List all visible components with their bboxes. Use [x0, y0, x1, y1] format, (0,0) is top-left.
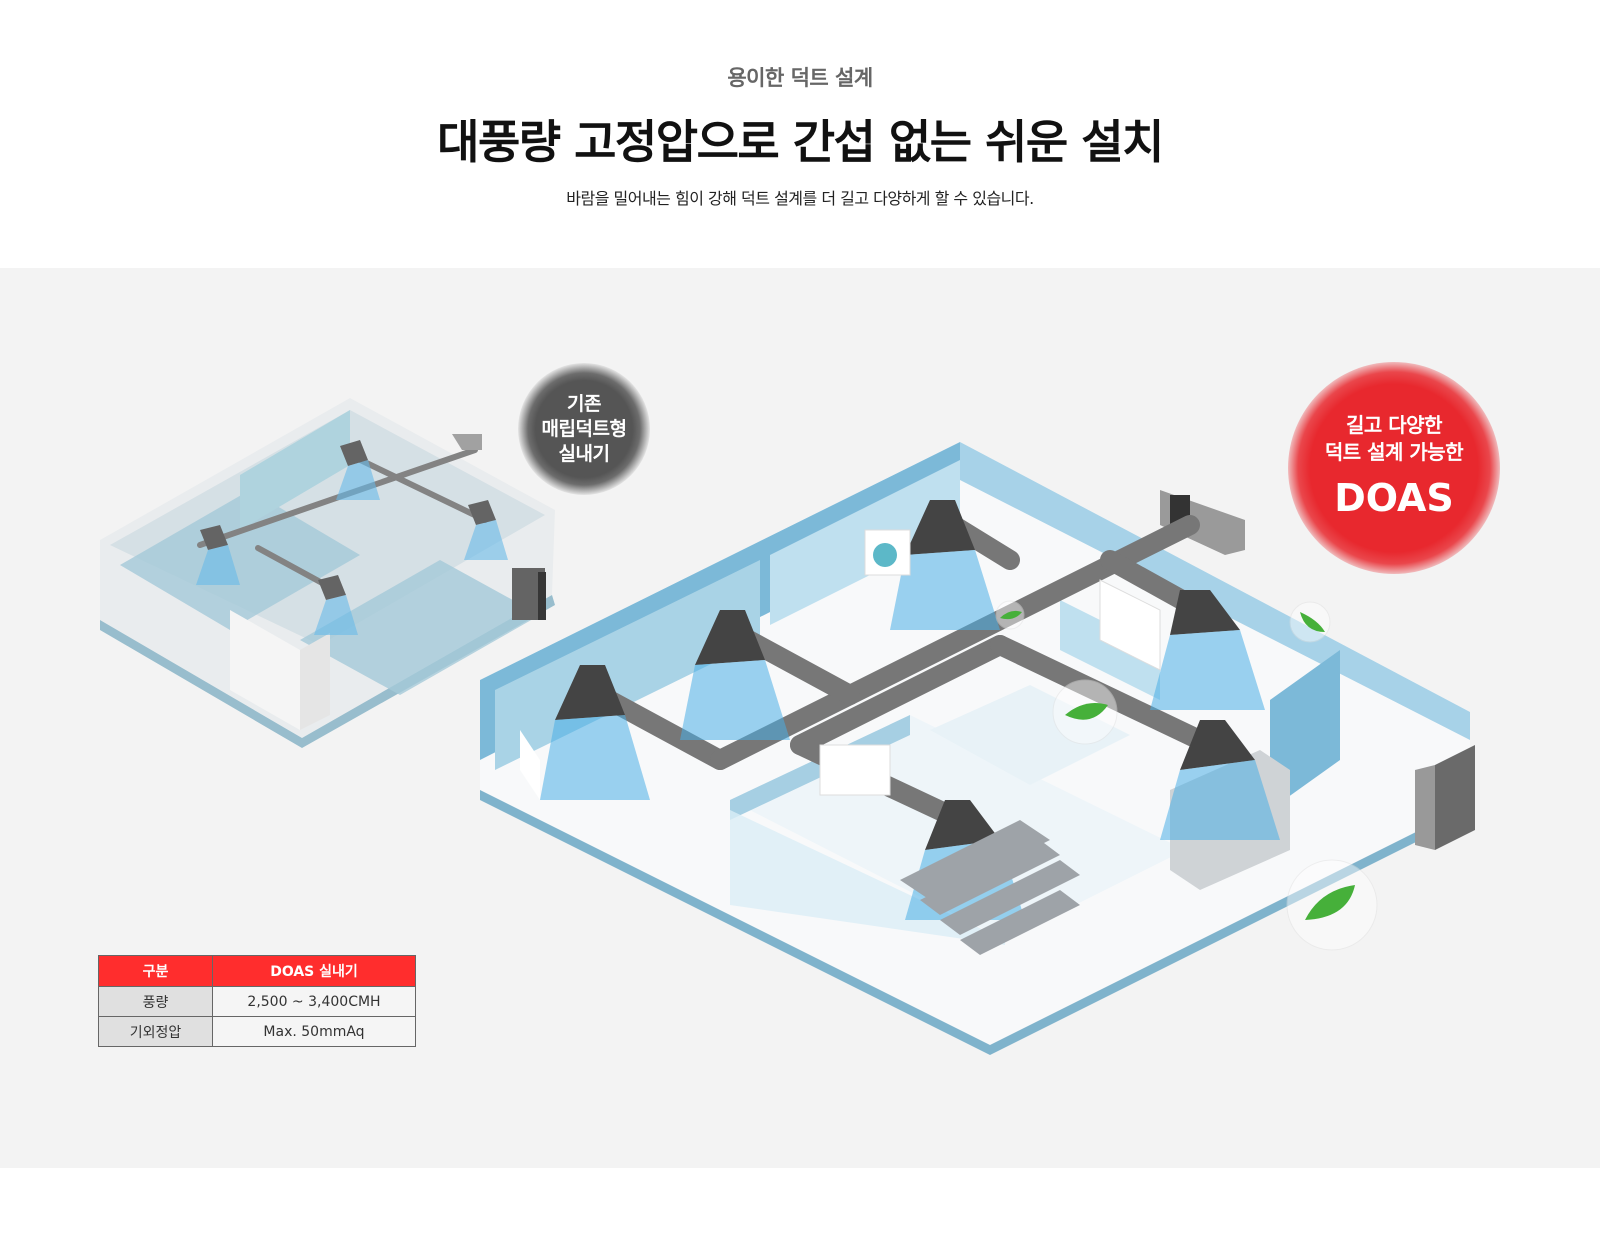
header-doas-unit: DOAS 실내기: [212, 955, 416, 987]
row-label: 풍량: [98, 986, 213, 1017]
section-headline: 대풍량 고정압으로 간섭 없는 쉬운 설치: [437, 115, 1164, 169]
badge-title: DOAS: [1334, 476, 1454, 520]
section-header: 용이한 덕트 설계 대풍량 고정압으로 간섭 없는 쉬운 설치 바람을 밀어내는…: [0, 0, 1600, 268]
badge-line: 길고 다양한: [1346, 413, 1442, 437]
section-eyebrow: 용이한 덕트 설계: [727, 66, 873, 90]
illustration-stage: 기존 매립덕트형 실내기 길고 다양한 덕트 설계 가능한 DOAS 구분 DO…: [0, 268, 1600, 1168]
conventional-office-illustration: [100, 398, 555, 748]
badge-line: 실내기: [558, 442, 610, 465]
section-description: 바람을 밀어내는 힘이 강해 덕트 설계를 더 길고 다양하게 할 수 있습니다…: [566, 189, 1034, 208]
spec-table: 구분 DOAS 실내기 풍량 2,500 ~ 3,400CMH 기외정압 Max…: [98, 955, 416, 1047]
badge-line: 덕트 설계 가능한: [1324, 440, 1464, 464]
conventional-unit-badge: 기존 매립덕트형 실내기: [518, 363, 650, 495]
badge-line: 기존: [567, 392, 601, 415]
row-value: 2,500 ~ 3,400CMH: [212, 986, 416, 1017]
row-label: 기외정압: [98, 1016, 213, 1047]
table-row: 풍량 2,500 ~ 3,400CMH: [98, 986, 416, 1017]
leaf-bubble-icon: [995, 600, 1378, 951]
doas-badge: 길고 다양한 덕트 설계 가능한 DOAS: [1288, 362, 1500, 574]
doas-office-illustration: [480, 442, 1475, 1055]
office-illustrations: [100, 398, 1475, 1055]
badge-line: 매립덕트형: [541, 417, 627, 440]
spec-table-header: 구분 DOAS 실내기: [98, 955, 416, 987]
row-value: Max. 50mmAq: [212, 1016, 416, 1047]
header-category: 구분: [98, 955, 213, 987]
table-row: 기외정압 Max. 50mmAq: [98, 1016, 416, 1047]
